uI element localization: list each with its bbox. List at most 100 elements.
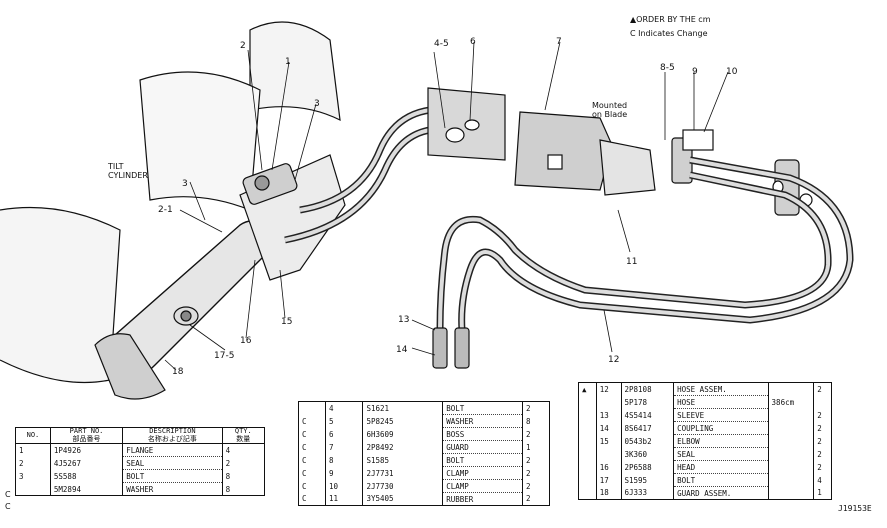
- table-cell: 4: [813, 473, 832, 487]
- table-cell: 6: [324, 427, 363, 441]
- drawing-reference: J19153E: [838, 504, 872, 513]
- col-no: NO.: [15, 426, 51, 445]
- table-cell: 0543b2: [620, 434, 674, 448]
- callout-14: 14: [396, 345, 408, 355]
- order-note: ▲ORDER BY THE cm: [630, 15, 711, 24]
- table-cell: [767, 434, 814, 448]
- table-cell: SEAL: [122, 456, 223, 471]
- table-cell: [767, 447, 814, 461]
- table-cell: 15: [595, 434, 621, 448]
- table-cell: COUPLING: [673, 421, 769, 435]
- callout-2-top: 2: [240, 41, 246, 51]
- callout-15: 15: [281, 317, 292, 327]
- table-cell: C: [298, 453, 326, 467]
- table-cell: 2P8108: [620, 382, 674, 396]
- callout-8-5: 8-5: [660, 63, 675, 73]
- table-cell: [578, 473, 597, 487]
- callout-6: 6: [470, 37, 476, 47]
- table-cell: 5S588: [49, 469, 123, 483]
- table-cell: BOLT: [673, 473, 769, 487]
- mounted-note: Mounted on Blade: [592, 101, 628, 119]
- table-cell: 4J5267: [49, 456, 123, 470]
- table-cell: 9: [324, 466, 363, 480]
- table-cell: 2: [522, 401, 550, 415]
- table-cell: [595, 395, 621, 409]
- table-cell: [767, 382, 814, 396]
- table-cell: 16: [595, 460, 621, 474]
- table-cell: 12: [595, 382, 621, 396]
- table-cell: BOSS: [442, 427, 523, 441]
- table-cell: 2: [813, 421, 832, 435]
- table-cell: 2: [221, 456, 265, 470]
- table-cell: BOLT: [442, 453, 523, 467]
- table-cell: HEAD: [673, 460, 769, 474]
- table-cell: CLAMP: [442, 479, 523, 493]
- callout-16: 16: [240, 336, 252, 346]
- table-cell: 386cm: [767, 395, 814, 409]
- table-cell: ELBOW: [673, 434, 769, 448]
- table-cell: [578, 408, 597, 422]
- table-cell: 3K360: [620, 447, 674, 461]
- table-cell: 1: [813, 486, 832, 500]
- table-cell: 5M2894: [49, 482, 123, 496]
- table-cell: [578, 395, 597, 409]
- callout-7: 7: [556, 37, 562, 47]
- table-cell: S1585: [362, 453, 443, 467]
- table-cell: 5: [324, 414, 363, 428]
- callout-12: 12: [608, 355, 619, 365]
- table-cell: 10: [324, 479, 363, 493]
- callout-1: 1: [285, 57, 291, 67]
- callout-3-right: 3: [314, 99, 320, 109]
- table-cell: BOLT: [122, 469, 223, 484]
- table-cell: C: [298, 414, 326, 428]
- table-cell: 1: [522, 440, 550, 454]
- table-cell: [595, 447, 621, 461]
- table-cell: 3Y5405: [362, 492, 443, 506]
- table-cell: [578, 447, 597, 461]
- callout-18: 18: [172, 367, 184, 377]
- col-part-no: PART NO.部品番号: [49, 426, 124, 445]
- table-cell: 2: [522, 466, 550, 480]
- table-cell: HOSE: [673, 395, 769, 409]
- table-cell: 6J333: [620, 486, 674, 500]
- table-cell: C: [298, 479, 326, 493]
- table-cell: S1621: [362, 401, 443, 415]
- table-cell: C: [298, 440, 326, 454]
- table-cell: 2: [813, 408, 832, 422]
- table-cell: [578, 434, 597, 448]
- callout-10: 10: [726, 67, 738, 77]
- callout-17-5: 17-5: [214, 351, 234, 361]
- table-cell: [578, 421, 597, 435]
- table-cell: [767, 460, 814, 474]
- callout-13: 13: [398, 315, 409, 325]
- table-cell: 5P178: [620, 395, 674, 409]
- table-cell: S1595: [620, 473, 674, 487]
- table-cell: 2J7731: [362, 466, 443, 480]
- table-cell: 2: [522, 453, 550, 467]
- table-cell: 6H3609: [362, 427, 443, 441]
- table-cell: 2: [522, 427, 550, 441]
- table-cell: 2P6588: [620, 460, 674, 474]
- table-cell: 2: [813, 434, 832, 448]
- change-mark-left: C: [5, 490, 11, 499]
- table-cell: 8: [221, 469, 265, 483]
- table-cell: SEAL: [673, 447, 769, 461]
- change-mark-t1: C: [5, 502, 11, 511]
- table-cell: 14: [595, 421, 621, 435]
